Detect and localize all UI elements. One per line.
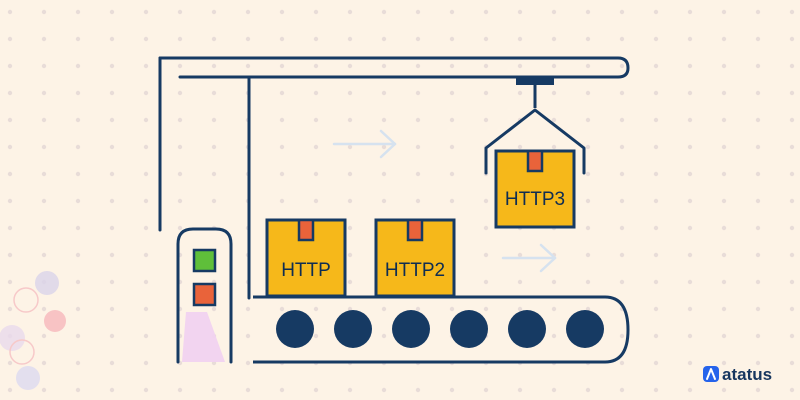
brand-name: atatus: [722, 365, 772, 384]
conveyor-roller: [566, 310, 604, 348]
control-panel: [176, 227, 233, 364]
conveyor-roller: [276, 310, 314, 348]
package-label-http2: HTTP2: [385, 260, 445, 281]
gantry-frame: [158, 56, 630, 300]
conveyor-belt: [253, 295, 630, 364]
package-http2: HTTP2: [374, 218, 456, 298]
package-label-http3: HTTP3: [505, 189, 565, 210]
motion-arrow-lower: [501, 243, 557, 273]
conveyor-rollers: [276, 310, 604, 348]
conveyor-roller: [508, 310, 546, 348]
atatus-logo: atatus: [703, 365, 772, 384]
atatus-logo-icon: [703, 366, 719, 382]
package-label-http: HTTP: [281, 260, 331, 281]
signal-light-red: [192, 282, 217, 307]
motion-arrow-upper: [332, 129, 397, 159]
conveyor-roller: [450, 310, 488, 348]
conveyor-roller: [334, 310, 372, 348]
signal-light-green: [192, 248, 217, 273]
decorative-circles: [0, 271, 66, 390]
crane-claw: [484, 77, 586, 175]
package-http3: HTTP3: [494, 149, 576, 229]
package-http: HTTP: [265, 218, 347, 298]
conveyor-roller: [392, 310, 430, 348]
